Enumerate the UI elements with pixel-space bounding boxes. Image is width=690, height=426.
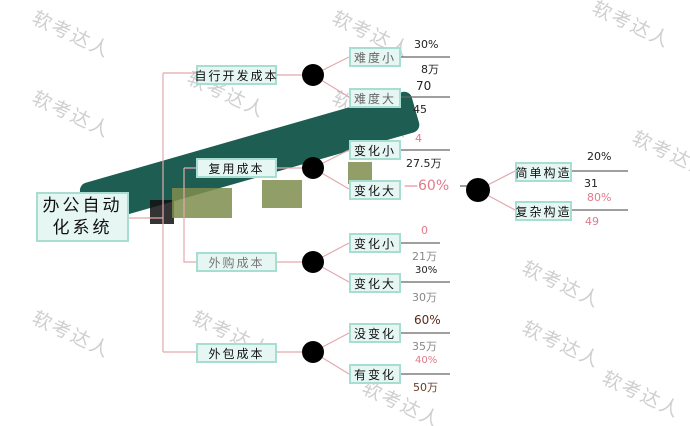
chance-node (302, 341, 324, 363)
cost-value: 45 (413, 103, 427, 116)
chance-node (302, 251, 324, 273)
probability: 0 (421, 224, 428, 237)
option-node: 变化小 (349, 233, 401, 253)
probability: 60% (414, 313, 441, 327)
option-node: 变化大 (349, 273, 401, 293)
cost-value: 50万 (413, 381, 438, 394)
option-node: 难度小 (349, 47, 401, 67)
probability: 30% (414, 38, 439, 51)
blurred-patch (172, 188, 232, 218)
probability: 30% (415, 265, 438, 276)
cost-value: 49 (585, 215, 599, 228)
option-node: 没变化 (349, 323, 401, 343)
probability: 4 (415, 132, 422, 145)
branch-self-develop: 自行开发成本 (195, 65, 277, 85)
blurred-patch (150, 200, 174, 224)
cost-value: 27.5万 (406, 157, 442, 170)
chance-node (302, 157, 324, 179)
probability: 70 (416, 79, 432, 93)
probability: 40% (415, 355, 438, 366)
option-node: 变化小 (349, 140, 401, 160)
blurred-patch (348, 162, 372, 184)
cost-value: 35万 (412, 340, 437, 353)
branch-purchase: 外购成本 (196, 252, 277, 272)
option-node: 有变化 (349, 364, 401, 384)
chance-node (466, 178, 490, 202)
cost-value: 21万 (412, 250, 437, 263)
root-node: 办公自动化系统 (36, 192, 129, 242)
cost-value: 31 (584, 177, 598, 190)
probability: 80% (587, 191, 612, 204)
cost-value: 30万 (412, 291, 437, 304)
branch-reuse: 复用成本 (196, 158, 277, 178)
chance-node (302, 64, 324, 86)
option-node: 变化大 (349, 180, 401, 200)
probability: 20% (587, 150, 612, 163)
option-node: 难度大 (349, 88, 401, 108)
option-node: 复杂构造 (515, 201, 572, 221)
branch-outsource: 外包成本 (196, 343, 277, 363)
option-node: 简单构造 (515, 162, 572, 182)
probability: —60% (404, 178, 450, 194)
blurred-patch (262, 180, 302, 208)
cost-value: 8万 (421, 63, 439, 76)
